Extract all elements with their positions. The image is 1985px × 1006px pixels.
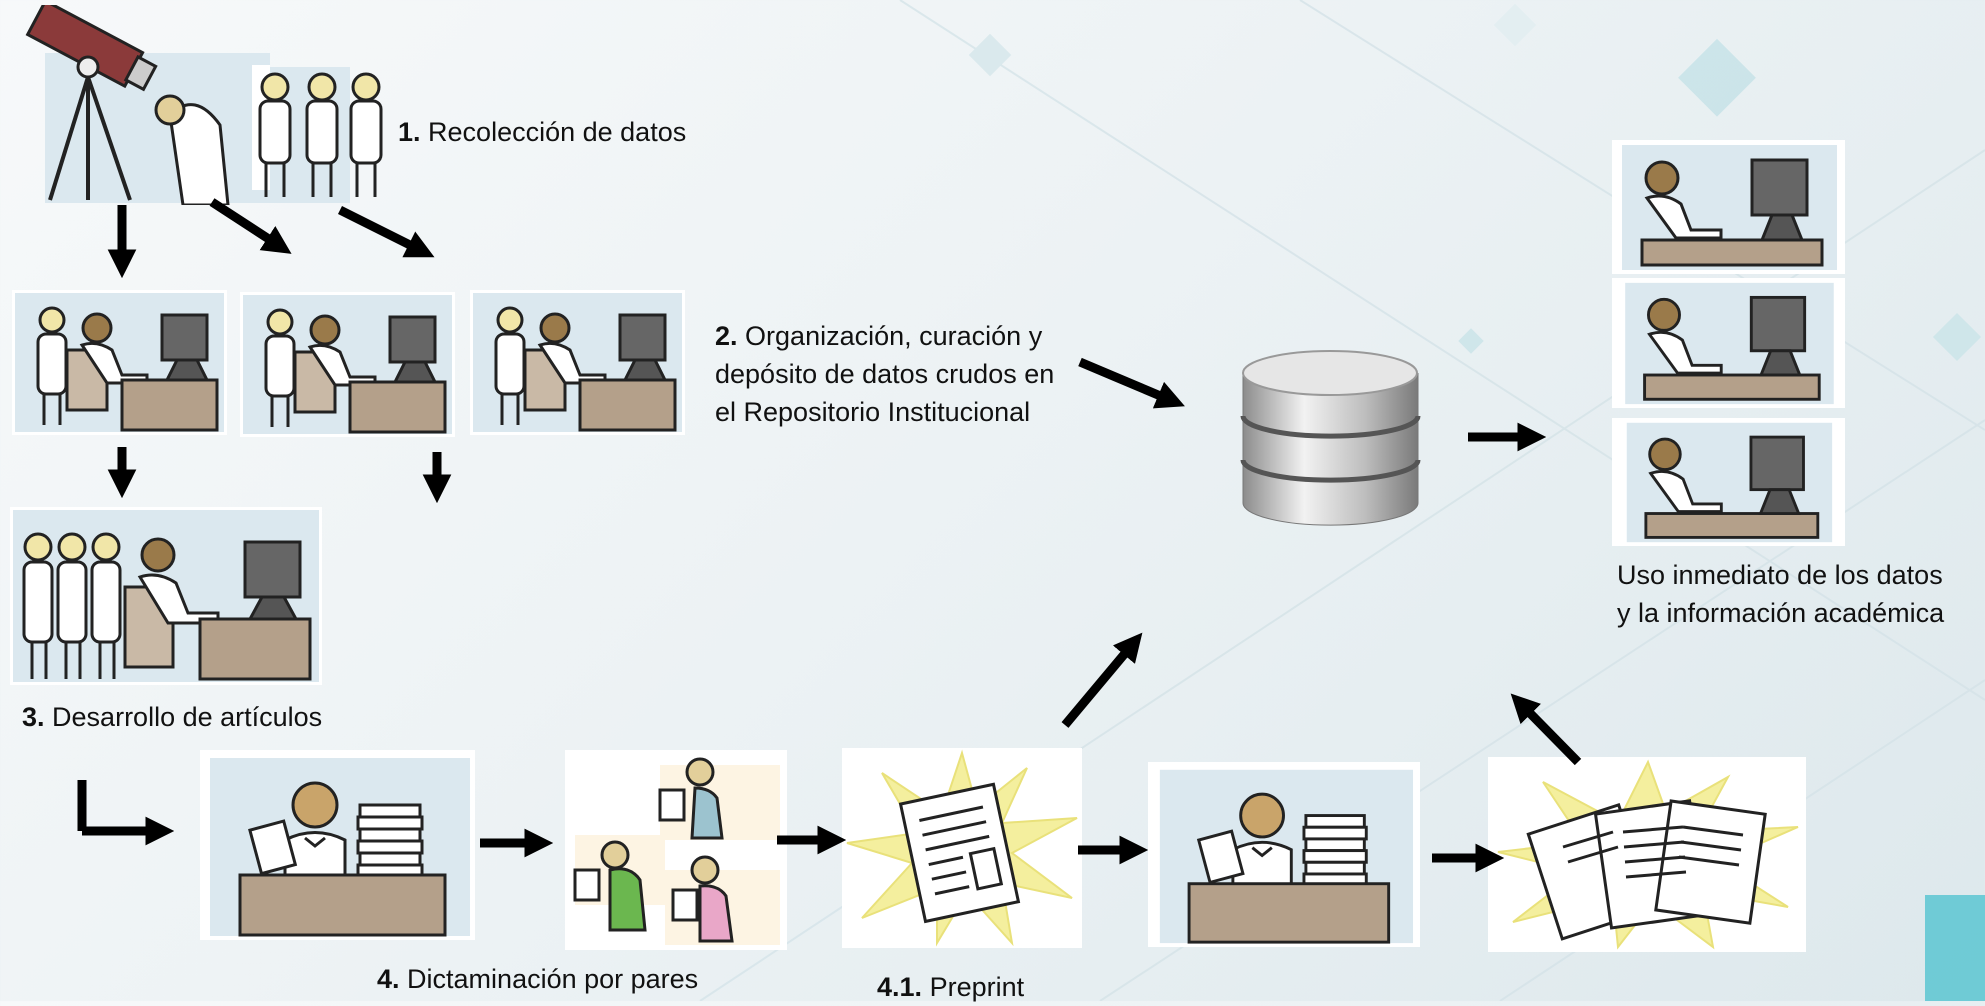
- step3-label: 3. Desarrollo de artículos: [22, 702, 323, 732]
- preprint-journal-image: [842, 748, 1082, 948]
- peer-reviewers-image: [565, 750, 787, 950]
- editor-desk-image-2: [1148, 762, 1420, 947]
- preprint-journal-icon: [846, 749, 1078, 947]
- telescope-researchers-image: [20, 5, 385, 205]
- user-computer-icon: [1625, 282, 1834, 405]
- step4-label: 4. Dictaminación por pares: [377, 964, 699, 994]
- step1-label: 1. Recolección de datos: [398, 117, 687, 147]
- researcher-computer-icon: [473, 293, 682, 432]
- published-journals-icon: [1497, 759, 1799, 950]
- arrow-publication-to-users: [1510, 693, 1582, 766]
- arrow-diag-1: [209, 198, 292, 254]
- arrow-preprint-to-db: [1061, 632, 1143, 728]
- step2-label: 2. Organización, curación y depósito de …: [715, 321, 1055, 427]
- user-computer-icon: [1626, 422, 1833, 543]
- researcher-computer-image-1: [12, 290, 227, 435]
- team-computer-icon: [13, 510, 319, 682]
- editor-desk-image-1: [200, 750, 475, 940]
- telescope-researchers-icon: [25, 5, 383, 205]
- database-icon: [1240, 350, 1421, 526]
- team-computer-image: [10, 507, 322, 685]
- user-computer-image-3: [1612, 418, 1845, 546]
- researcher-computer-icon: [15, 293, 224, 432]
- user-computer-image-1: [1612, 140, 1845, 274]
- researcher-computer-image-3: [470, 290, 685, 435]
- database-image: [1238, 348, 1423, 533]
- usage-label: Uso inmediato de los datos y la informac…: [1617, 560, 1945, 628]
- editor-desk-icon: [210, 758, 470, 937]
- researcher-computer-icon: [243, 295, 452, 434]
- researcher-computer-image-2: [240, 292, 455, 437]
- arrow-diag-2: [337, 205, 435, 258]
- user-computer-image-2: [1612, 278, 1845, 408]
- user-computer-icon: [1622, 145, 1837, 270]
- peer-reviewers-icon: [573, 757, 780, 945]
- published-journals-image: [1488, 757, 1806, 952]
- step41-label: 4.1. Preprint: [877, 972, 1025, 1002]
- arrow-to-database: [1078, 357, 1185, 409]
- editor-desk-icon: [1159, 769, 1414, 944]
